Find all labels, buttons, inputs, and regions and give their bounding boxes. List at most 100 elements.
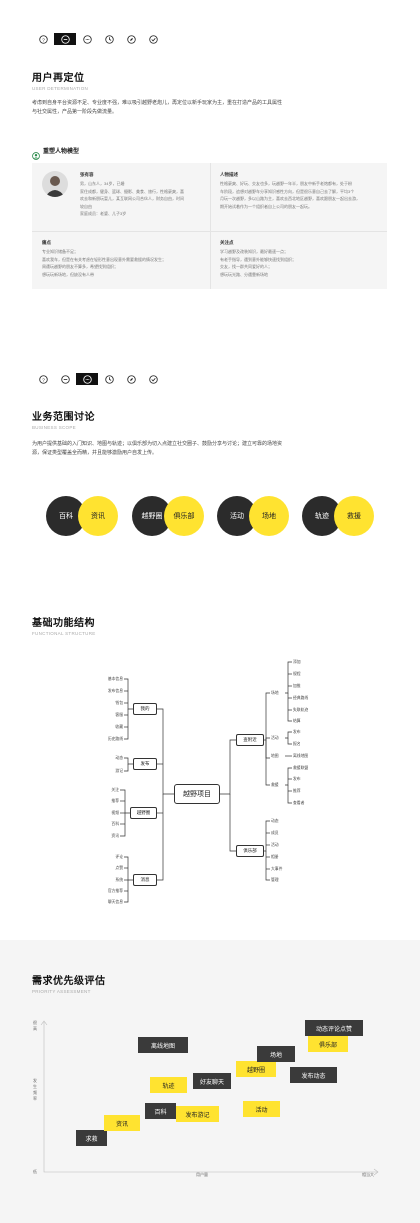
scope-circle-right: 救援 (334, 496, 374, 536)
mind-map-leaf: 发布 (293, 730, 301, 734)
persona-heading: 重塑人物模型 (32, 146, 79, 160)
persona-desc-title: 人物描述 (220, 172, 238, 177)
pain-line: 想玩玩新场地，但缺没有人带 (42, 271, 94, 277)
mind-map-leaf: 查看者 (293, 801, 305, 805)
mind-map-leaf: 经典路线 (293, 696, 309, 700)
y-axis-top-label: 很高 (33, 1020, 37, 1031)
mind-map-leaf: 点赞 (115, 866, 123, 870)
persona-bio-line: 家庭成员：老婆、儿子3岁 (80, 211, 127, 216)
persona-name: 张有容 (80, 172, 94, 177)
mind-map-leaf: 资讯 (111, 834, 119, 838)
section-paragraph: 为用户提供基础的入门知识、地图与轨迹；以俱乐部为切入点建立社交圈子、鼓励分享与讨… (32, 440, 388, 458)
mind-map-group: 救援 (271, 783, 279, 787)
paragraph-line: 与社交属性，产品第一阶段先做流量。 (32, 109, 118, 115)
mind-map-node-publish: 发布 (133, 758, 157, 770)
focus-line: 交友，找一群共同爱好的人； (220, 264, 272, 269)
mind-map-leaf: 关注 (111, 788, 119, 792)
priority-item: 离线地图 (138, 1037, 188, 1053)
mind-map-leaf: 规程 (293, 672, 301, 676)
compass-icon[interactable] (120, 33, 142, 45)
persona-desc-line: 月玩一次越野，多以山路为主，喜欢去西北地区越野，喜欢跟朋友一起出去游， (220, 196, 360, 201)
pain-line: 专业知识储备不足； (42, 249, 78, 254)
scope-circle-right: 资讯 (78, 496, 118, 536)
check-icon[interactable] (142, 373, 164, 385)
svg-text:?: ? (42, 37, 45, 43)
mind-map-group: 活动 (271, 736, 279, 740)
mind-map-leaf: 管理 (271, 878, 279, 882)
priority-item: 百科 (145, 1103, 176, 1119)
chat-icon[interactable] (54, 373, 76, 385)
mind-map-leaf: 游记 (115, 769, 123, 773)
priority-item: 俱乐部 (308, 1036, 348, 1052)
mind-map-leaf: 客服 (115, 713, 123, 717)
persona-profile: 张有容 男，山东人，34岁，已婚 家住成都，健身、篮球、摄影、美食、旅行，性格豪… (80, 172, 204, 218)
persona-desc-line: 性格豪爽、好玩、交友也多，玩越野一年半，朋友中新手老炮都有，处于粉 (220, 181, 352, 186)
focus-title: 关注点 (220, 240, 234, 245)
pain-line: 喜欢我车，但是在有关考虑在轻形性意出现意外需要救援的情况发生； (42, 256, 166, 262)
mind-map-node-venue: 查附近 (236, 734, 264, 746)
mind-map-leaf: 百科 (111, 822, 119, 826)
section-subtitle: USER DETERMINATION (32, 86, 89, 91)
chat-icon[interactable] (54, 33, 76, 45)
focus-line: 有老手指导，遇到意外能够快速找到组织； (220, 256, 296, 262)
y-axis-bottom-label: 低 (33, 1169, 37, 1174)
paragraph-line: 为用户提供基础的入门知识、地图与轨迹；以俱乐部为切入点建立社交圈子、鼓励分享与讨… (32, 441, 283, 447)
mind-map-leaf: 发布 (293, 777, 301, 781)
help-icon[interactable]: ? (32, 373, 54, 385)
scope-pair: 越野圈 俱乐部 (132, 496, 204, 536)
persona-bio-line: 男，山东人，34岁，已婚 (80, 181, 125, 186)
top-icon-nav: ? (32, 33, 164, 45)
mind-map-leaf: 聊天信息 (107, 900, 123, 904)
mind-map-leaf: 基本信息 (107, 677, 123, 681)
mind-map-leaf: 相册 (271, 855, 279, 859)
check-icon[interactable] (142, 33, 164, 45)
mind-map-leaf: 活动 (271, 843, 279, 847)
persona-bio-line: 欢去和新朋玩耍儿，某互联网公司合伙人，财务自由，时间 (80, 196, 184, 201)
mind-map-leaf: 钱包 (115, 701, 123, 705)
mind-map-leaf: 离线地图 (293, 754, 309, 758)
scope-circle-left: 百科 (46, 496, 86, 536)
section-paragraph: 考虑到自身平台资源不足、专业度不强，难以吸引越野老炮儿，再定位以新手玩家为主，重… (32, 99, 388, 117)
priority-item: 求救 (76, 1130, 107, 1146)
mind-map-node-club: 俱乐部 (236, 845, 264, 857)
mind-map-leaf: 评论 (115, 855, 123, 859)
persona-bio-line: 较自由 (80, 203, 92, 209)
section-subtitle: BUSINESS SCOPE (32, 425, 76, 430)
persona-desc-line: 车阶段，追想对越野车分享知识感性方向，但是很乐意自己去了解，平均3个 (220, 188, 355, 194)
section-title: 用户再定位 (32, 73, 85, 84)
mind-map-group: 地图 (271, 754, 279, 758)
persona-bio-line: 家住成都，健身、篮球、摄影、美食、旅行，性格豪爽，喜 (80, 188, 184, 194)
mind-map-leaf: 动态 (115, 756, 123, 760)
pain-line: 周遭玩越野的朋友不算多，希望找到组织； (42, 264, 118, 269)
clock-icon[interactable] (98, 373, 120, 385)
mind-map-node-mine: 我的 (133, 703, 157, 715)
svg-text:?: ? (42, 377, 45, 383)
mind-map-leaf: 加推 (293, 684, 301, 688)
mind-map-leaf: 收藏 (115, 725, 123, 729)
compass-icon[interactable] (120, 373, 142, 385)
mind-map-leaf: 推荐 (111, 799, 119, 803)
persona-icon (32, 147, 40, 160)
priority-item: 场地 (257, 1046, 295, 1062)
scope-pair: 百科 资讯 (46, 496, 118, 536)
focus-line: 想玩玩光路、分遇靠新场地 (220, 271, 268, 277)
mind-map-connectors (120, 661, 292, 903)
priority-item: 发布动态 (290, 1067, 337, 1083)
scope-circle-right: 俱乐部 (164, 496, 204, 536)
message-icon[interactable] (76, 373, 98, 385)
persona-pain-points: 痛点 专业知识储备不足； 喜欢我车，但是在有关考虑在轻形性意出现意外需要救援的情… (42, 240, 206, 278)
mind-map-center: 越野项目 (174, 784, 220, 804)
pain-title: 痛点 (42, 240, 51, 245)
clock-icon[interactable] (98, 33, 120, 45)
scope-pair: 轨迹 救援 (302, 496, 374, 536)
priority-axes (40, 1020, 379, 1176)
priority-item: 动态评论点赞 (305, 1020, 363, 1036)
section-business-scope: 业务范围讨论 BUSINESS SCOPE (32, 408, 95, 430)
mind-map-leaf: 推荐 (293, 789, 301, 793)
x-axis-label: 用户量 (196, 1172, 208, 1177)
help-icon[interactable]: ? (32, 33, 54, 45)
mind-map-node-circle: 越野圈 (130, 807, 157, 819)
mind-map-leaf: 系统 (115, 878, 123, 882)
priority-item: 轨迹 (150, 1077, 187, 1093)
message-icon[interactable] (76, 33, 98, 45)
